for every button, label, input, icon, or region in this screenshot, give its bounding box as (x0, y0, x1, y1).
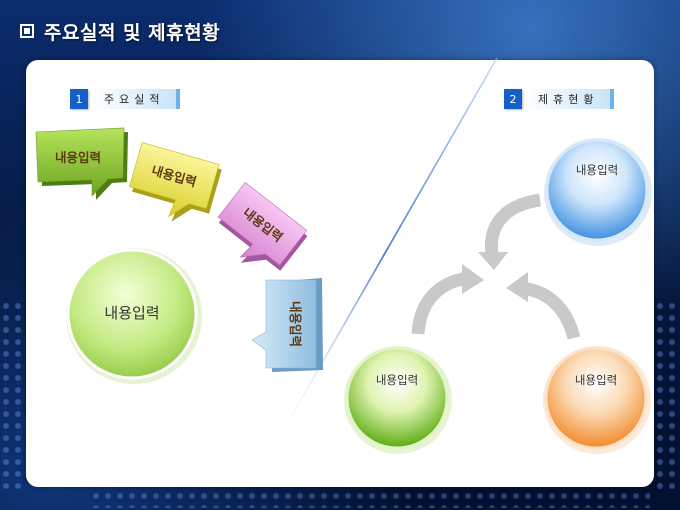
cycle-arrow-left (411, 271, 470, 335)
section-tag-2: 2 제휴현황 (504, 89, 615, 109)
partner-sphere-left: 내용입력 (344, 346, 452, 454)
decor-dots-left (0, 300, 26, 490)
section-label-2: 제휴현황 (526, 89, 615, 109)
square-bullet-icon (20, 24, 34, 38)
decor-dots-bottom (90, 490, 650, 508)
cycle-arrowheads (462, 252, 528, 302)
cycle-arrows (411, 193, 581, 340)
section-number-1: 1 (70, 89, 88, 109)
partner-left-label: 내용입력 (376, 373, 418, 387)
slide-header: 주요실적 및 제휴현황 (20, 14, 220, 48)
section-label-1: 주요실적 (92, 89, 181, 109)
callout-arrow-2: 내용입력 (129, 142, 222, 222)
decor-dots-right (654, 300, 680, 490)
callout-arrow-3: 내용입력 (217, 182, 308, 271)
arrow-4-label: 내용입력 (288, 301, 303, 347)
section-tag-1: 1 주요실적 (70, 89, 181, 109)
cycle-arrow-right (519, 281, 581, 340)
partner-right-label: 내용입력 (575, 373, 617, 387)
partner-sphere-right: 내용입력 (543, 346, 651, 454)
callout-arrow-1: 내용입력 (35, 127, 128, 200)
arrow-1-label: 내용입력 (55, 150, 101, 165)
cycle-arrow-top (484, 193, 542, 255)
slide-title: 주요실적 및 제휴현황 (44, 21, 221, 44)
partner-top-label: 내용입력 (576, 163, 618, 177)
callout-arrow-4: 내용입력 (251, 278, 323, 372)
partner-sphere-top: 내용입력 (544, 138, 652, 246)
section-number-2: 2 (504, 89, 522, 109)
achievement-circle-label: 내용입력 (104, 304, 159, 322)
achievement-circle: 내용입력 (66, 248, 202, 384)
